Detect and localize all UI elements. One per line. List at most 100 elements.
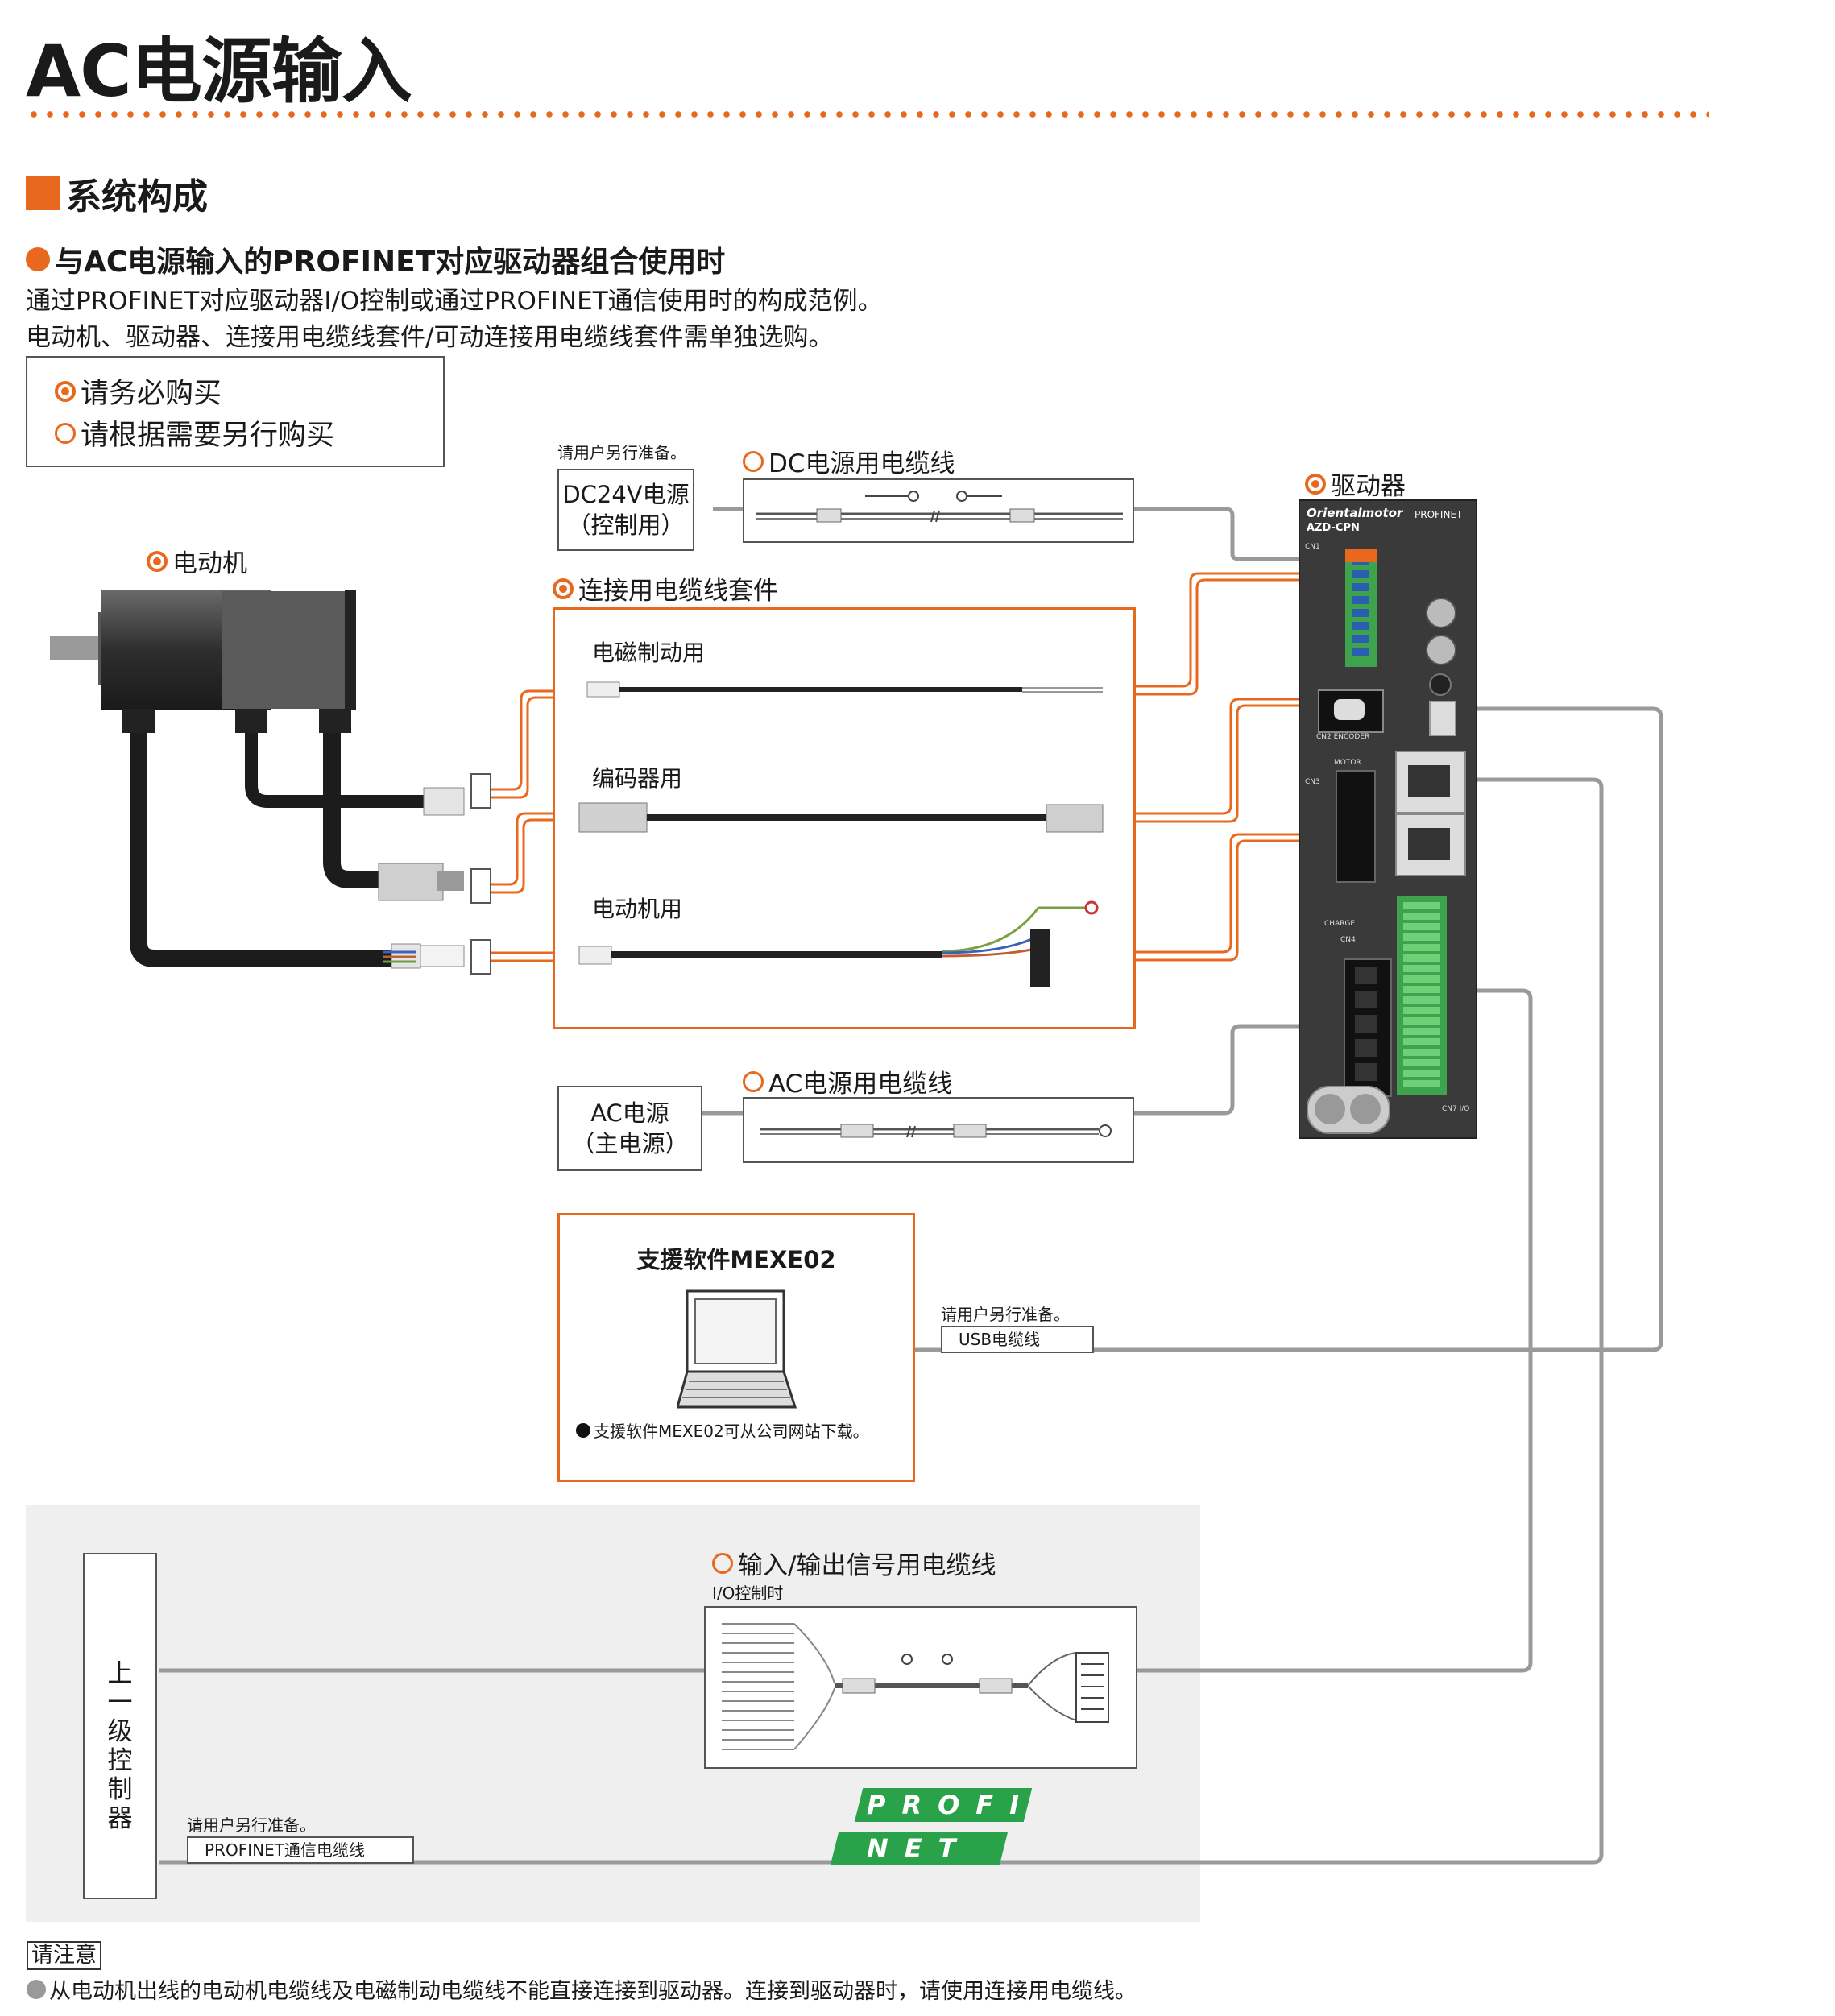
dc-power-source-label-2: （控制用） (567, 511, 685, 539)
ac-cable-to-driver-line (1134, 1024, 1341, 1116)
reset-button[interactable] (1429, 673, 1452, 696)
cn1-label: CN1 (1305, 543, 1320, 551)
cn4-power-terminal[interactable] (1344, 958, 1392, 1097)
cn7-io-terminal[interactable] (1397, 896, 1447, 1095)
kit-encoder-label: 编码器用 (592, 765, 683, 792)
usb-cable-label: USB电缆线 (941, 1326, 1094, 1353)
kit-motor-label: 电动机用 (592, 896, 683, 922)
motor-port-label: MOTOR (1334, 759, 1361, 767)
profinet-user-prepared-note: 请用户另行准备。 (187, 1815, 316, 1835)
dc-power-cable-text: DC电源用电缆线 (768, 449, 955, 478)
motor-connector-end (470, 939, 491, 975)
section-heading-text: 系统构成 (66, 176, 208, 217)
ac-power-cable-text: AC电源用电缆线 (768, 1070, 953, 1099)
usb-line (909, 706, 1663, 1352)
profinet-port-1[interactable] (1395, 751, 1466, 813)
profinet-logo-top: PROFI (867, 1790, 1036, 1820)
io-cable-label: 输入/输出信号用电缆线 (712, 1545, 996, 1581)
note-label: 请注意 (27, 1941, 101, 1970)
optional-mark-icon (55, 422, 76, 444)
bullet-icon (576, 1422, 590, 1438)
dc-power-source-box: DC24V电源 （控制用） (557, 469, 694, 551)
cable-kit-label-text: 连接用电缆线套件 (578, 577, 778, 606)
optional-mark-icon (743, 450, 764, 472)
combo-heading: 与AC电源输入的PROFINET对应驱动器组合使用时 (26, 238, 725, 280)
cn7-label: CN7 I/O (1442, 1105, 1470, 1113)
dial-sw2[interactable] (1426, 635, 1456, 665)
motor-label-text: 电动机 (172, 549, 247, 578)
software-note-text: 支援软件MEXE02可从公司网站下载。 (594, 1422, 869, 1441)
title-dotted-rule (26, 111, 1709, 118)
driver-body: Orientalmotor AZD-CPN PROFINET CN1 CN2 E… (1299, 499, 1477, 1139)
profinet-line (159, 777, 1604, 1865)
ac-power-cable-label: AC电源用电缆线 (743, 1063, 952, 1099)
required-mark-icon (553, 577, 574, 599)
encoder-out-line-b (1134, 704, 1344, 823)
software-note: 支援软件MEXE02可从公司网站下载。 (576, 1418, 869, 1442)
optional-mark-icon (712, 1552, 733, 1574)
orange-dot-icon (26, 247, 50, 271)
dc-power-cable-box (743, 478, 1134, 543)
brake-out-line-b (1134, 578, 1341, 696)
dc-cable-illustration (756, 491, 1123, 523)
cable-kit-box: 电磁制动用 编码器用 电动机用 (553, 607, 1136, 1029)
laptop-icon (677, 1289, 797, 1409)
ac-power-cable-box (743, 1097, 1134, 1163)
legend-required-label: 请务必购买 (81, 378, 222, 410)
legend-required: 请务必购买 (55, 370, 222, 412)
encoder-out-line-a (1134, 698, 1344, 815)
brake-out-line-a (1134, 572, 1341, 688)
optional-mark-icon (743, 1070, 764, 1092)
required-mark-icon (55, 380, 76, 402)
driver-label: 驱动器 (1305, 466, 1406, 502)
encoder-in-line-a (488, 812, 553, 886)
note: 从电动机出线的电动机电缆线及电磁制动电缆线不能直接连接到驱动器。连接到驱动器时，… (27, 1973, 1137, 2005)
gray-bullet-icon (27, 1979, 46, 1999)
driver-model: AZD-CPN (1307, 522, 1360, 534)
page-title: AC电源输入 (26, 30, 412, 113)
host-controller-box: 上 一 级 控 制 器 (83, 1553, 157, 1899)
cn2-encoder-port[interactable] (1318, 689, 1384, 733)
dial-sw1[interactable] (1426, 598, 1456, 628)
ac-power-source-label-1: AC电源 (590, 1099, 669, 1127)
driver-label-text: 驱动器 (1331, 472, 1406, 501)
motor-illustration (50, 590, 465, 969)
motor-out-line-a (1134, 833, 1344, 954)
note-text: 从电动机出线的电动机电缆线及电磁制动电缆线不能直接连接到驱动器。连接到驱动器时，… (49, 1979, 1137, 2004)
cn1-terminal (1345, 549, 1377, 667)
required-mark-icon (147, 550, 168, 572)
legend-optional: 请根据需要另行购买 (55, 412, 334, 453)
ground-terminal (1307, 1086, 1390, 1134)
usb-user-prepared-note: 请用户另行准备。 (941, 1305, 1070, 1324)
legend-box: 请务必购买 请根据需要另行购买 (26, 356, 445, 467)
profinet-port-2[interactable] (1395, 813, 1466, 876)
profinet-logo: PROFI NET (830, 1788, 1036, 1869)
cn4-label: CN4 (1340, 936, 1356, 944)
usb-port[interactable] (1429, 701, 1456, 736)
cn3-motor-port[interactable] (1336, 770, 1376, 883)
software-title: 支援软件MEXE02 (636, 1246, 836, 1273)
section-heading: 系统构成 (26, 168, 208, 219)
ac-power-source-label-2: （主电源） (571, 1130, 689, 1157)
dc-power-source-label-1: DC24V电源 (562, 481, 690, 508)
dc-power-cable-label: DC电源用电缆线 (743, 443, 955, 479)
encoder-in-line-b (488, 818, 553, 894)
motor-out-line-b (1134, 839, 1344, 962)
required-mark-icon (1305, 473, 1326, 495)
host-controller-label: 上 一 级 控 制 器 (107, 1659, 133, 1833)
io-control-note: I/O控制时 (712, 1583, 784, 1603)
cn3-label: CN3 (1305, 778, 1320, 786)
ac-power-source-box: AC电源 （主电源） (557, 1086, 702, 1171)
combo-description-1: 通过PROFINET对应驱动器I/O控制或通过PROFINET通信使用时的构成范… (26, 287, 883, 316)
legend-optional-label: 请根据需要另行购买 (81, 420, 335, 452)
driver-protocol: PROFINET (1415, 509, 1463, 520)
ac-cable-illustration (760, 1124, 1112, 1138)
io-cable-text: 输入/输出信号用电缆线 (738, 1551, 996, 1580)
brake-connector-end (470, 773, 491, 809)
profinet-cable-label: PROFINET通信电缆线 (187, 1836, 414, 1864)
cn1-terminal-top (1345, 549, 1377, 562)
profinet-logo-bottom: NET (867, 1833, 972, 1864)
encoder-connector-end (470, 868, 491, 904)
dc-user-prepared-note: 请用户另行准备。 (557, 443, 686, 462)
